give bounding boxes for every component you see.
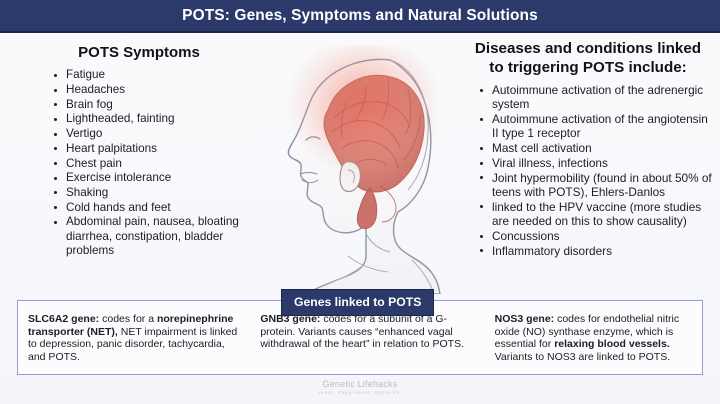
list-item: Inflammatory disorders (476, 244, 716, 258)
diseases-heading-line2: to triggering POTS include: (489, 58, 687, 76)
symptoms-list: Fatigue Headaches Brain fog Lightheaded,… (50, 68, 264, 258)
diseases-section: Diseases and conditions linked to trigge… (460, 40, 716, 259)
gene-entry-nos3: NOS3 gene: codes for endothelial nitric … (473, 301, 702, 374)
list-item: Joint hypermobility (found in about 50% … (476, 171, 716, 200)
gene-name: GNB3 gene: (260, 313, 321, 325)
diseases-heading-line1: Diseases and conditions linked (474, 40, 702, 57)
list-item: Exercise intolerance (50, 171, 264, 185)
list-item: Concussions (476, 229, 716, 243)
list-item: Cold hands and feet (50, 201, 264, 215)
gene-rest-text: NET impairment is linked to depression, … (28, 325, 238, 363)
genes-banner-label: Genes linked to POTS (294, 295, 422, 309)
head-profile-svg (287, 58, 441, 295)
gene-entry-slc6a2: SLC6A2 gene: codes for a norepinephrine … (18, 301, 248, 374)
gene-name: SLC6A2 gene: (28, 313, 100, 325)
gene-lead-text: codes for a (99, 313, 157, 325)
footer-watermark: Genetic Lifehacks Learn. Experiment. Opt… (0, 379, 720, 395)
gene-entry-gnb3: GNB3 gene: codes for a subunit of a G-pr… (248, 301, 472, 374)
gene-bold-phrase: norepinephrine transporter (NET), (28, 313, 234, 338)
symptoms-heading: POTS Symptoms (78, 44, 200, 61)
page-title: POTS: Genes, Symptoms and Natural Soluti… (182, 6, 538, 24)
list-item: Vertigo (50, 127, 264, 141)
list-item: Viral illness, infections (476, 156, 716, 170)
gene-name: NOS3 gene: (494, 313, 555, 325)
list-item: Fatigue (50, 68, 264, 82)
list-item: Heart palpitations (50, 142, 264, 156)
list-item: Autoimmune activation of the angiotensin… (476, 112, 716, 141)
list-item: Chest pain (50, 157, 264, 171)
gene-lead-text: codes for a subunit of a G-protein. Vari… (260, 313, 464, 351)
header-bar: POTS: Genes, Symptoms and Natural Soluti… (0, 0, 720, 33)
gene-bold-phrase: relaxing blood vessels. (554, 338, 670, 351)
list-item: Shaking (50, 186, 264, 200)
brand-name: Genetic Lifehacks (322, 379, 398, 389)
gene-lead-text: codes for endothelial nitric oxide (NO) … (494, 313, 680, 351)
list-item: Autoimmune activation of the adrenergic … (476, 83, 716, 112)
symptoms-section: POTS Symptoms Fatigue Headaches Brain fo… (14, 44, 264, 258)
list-item: linked to the HPV vaccine (more studies … (476, 200, 716, 229)
diseases-list: Autoimmune activation of the adrenergic … (476, 83, 716, 258)
list-item: Lightheaded, fainting (50, 112, 264, 126)
brand-tagline: Learn. Experiment. Optimize. (317, 390, 403, 395)
head-profile-brain-icon (262, 44, 458, 295)
genes-banner: Genes linked to POTS (281, 289, 435, 316)
list-item: Brain fog (50, 98, 264, 112)
diseases-heading: Diseases and conditions linked to trigge… (460, 40, 716, 77)
gene-rest-text: Variants to NOS3 are linked to POTS. (494, 350, 671, 363)
list-item: Abdominal pain, nausea, bloating diarrhe… (50, 215, 264, 258)
list-item: Headaches (50, 83, 264, 97)
list-item: Mast cell activation (476, 141, 716, 155)
